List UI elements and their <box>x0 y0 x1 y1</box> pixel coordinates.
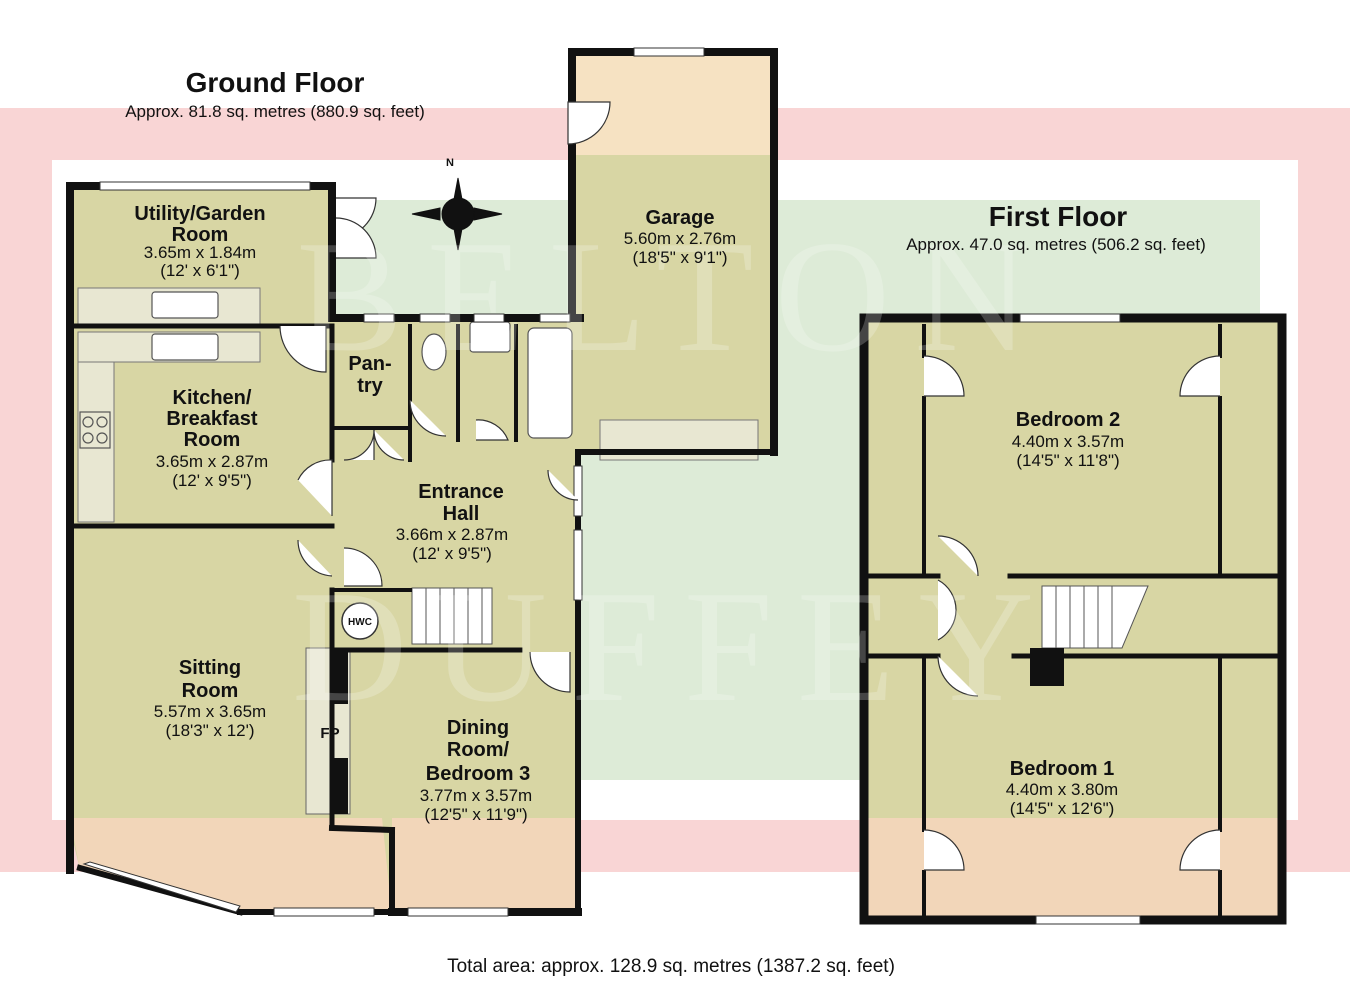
first-stairs <box>1041 585 1149 649</box>
bedroom2-name: Bedroom 2 <box>1016 409 1120 431</box>
bedroom2-metric: 4.40m x 3.57m <box>1012 432 1124 451</box>
kitchen-metric: 3.65m x 2.87m <box>156 452 268 471</box>
first-windows <box>1019 313 1141 925</box>
toilet-icon <box>421 333 447 371</box>
ground-floor-title: Ground Floor <box>186 67 365 98</box>
first-floor-area: Approx. 47.0 sq. metres (506.2 sq. feet) <box>906 235 1206 254</box>
compass-north-label: N <box>446 157 454 169</box>
sitting-bay-tint <box>70 818 392 915</box>
sitting-imperial: (18'3" x 12') <box>165 721 254 740</box>
bedroom1-metric: 4.40m x 3.80m <box>1006 780 1118 799</box>
hall-metric: 3.66m x 2.87m <box>396 525 508 544</box>
hall-name-2: Hall <box>443 503 480 525</box>
compass-icon <box>411 177 503 251</box>
garage-metric: 5.60m x 2.76m <box>624 229 736 248</box>
watermark-line2: DUFFEY <box>292 557 1058 735</box>
watermark-band-left <box>0 160 52 820</box>
bedroom1-name: Bedroom 1 <box>1010 758 1114 780</box>
dining-name-1: Dining <box>447 717 509 739</box>
utility-name-1: Utility/Garden <box>134 203 265 225</box>
total-area: Total area: approx. 128.9 sq. metres (13… <box>447 956 895 977</box>
utility-name-2: Room <box>172 224 229 246</box>
chimney-block-bottom <box>330 758 348 814</box>
sitting-name-1: Sitting <box>179 657 241 679</box>
garage-imperial: (18'5" x 9'1") <box>632 248 727 267</box>
watermark-line1: BELTON <box>296 207 1053 385</box>
dining-name-3: Bedroom 3 <box>426 763 530 785</box>
ground-windows <box>82 47 705 917</box>
first-floor-title: First Floor <box>989 201 1128 232</box>
dining-bottom-tint <box>392 818 578 915</box>
pantry-name-1: Pan- <box>348 353 391 375</box>
kitchen-name-3: Room <box>184 429 241 451</box>
sitting-metric: 5.57m x 3.65m <box>154 702 266 721</box>
watermark-band-right <box>1298 160 1350 820</box>
sink-icon <box>151 291 511 361</box>
kitchen-imperial: (12' x 9'5") <box>172 471 252 490</box>
sitting-name-2: Room <box>182 680 239 702</box>
bedroom1-imperial: (14'5" x 12'6") <box>1010 799 1115 818</box>
bath-icon <box>527 327 573 439</box>
garage-name: Garage <box>646 207 715 229</box>
dining-metric: 3.77m x 3.57m <box>420 786 532 805</box>
hall-name-1: Entrance <box>418 481 504 503</box>
hwc-label: HWC <box>348 617 372 628</box>
chimney-block-top <box>330 650 348 704</box>
kitchen-name-2: Breakfast <box>166 408 258 430</box>
dining-imperial: (12'5" x 11'9") <box>424 805 527 824</box>
dining-name-2: Room/ <box>447 739 510 761</box>
kitchen-name-1: Kitchen/ <box>173 387 252 409</box>
ground-floor-area: Approx. 81.8 sq. metres (880.9 sq. feet) <box>125 102 425 121</box>
bedroom2-imperial: (14'5" x 11'8") <box>1016 451 1119 470</box>
fireplace-label: FP <box>320 725 339 742</box>
hob-icon <box>79 411 111 449</box>
pantry-name-2: try <box>357 375 383 397</box>
first-doors <box>923 355 1221 871</box>
ground-stairs <box>411 587 493 645</box>
utility-metric: 3.65m x 1.84m <box>144 243 256 262</box>
hall-imperial: (12' x 9'5") <box>412 544 492 563</box>
utility-imperial: (12' x 6'1") <box>160 261 240 280</box>
hwc-cylinder <box>341 602 379 640</box>
ground-doors <box>279 101 611 693</box>
